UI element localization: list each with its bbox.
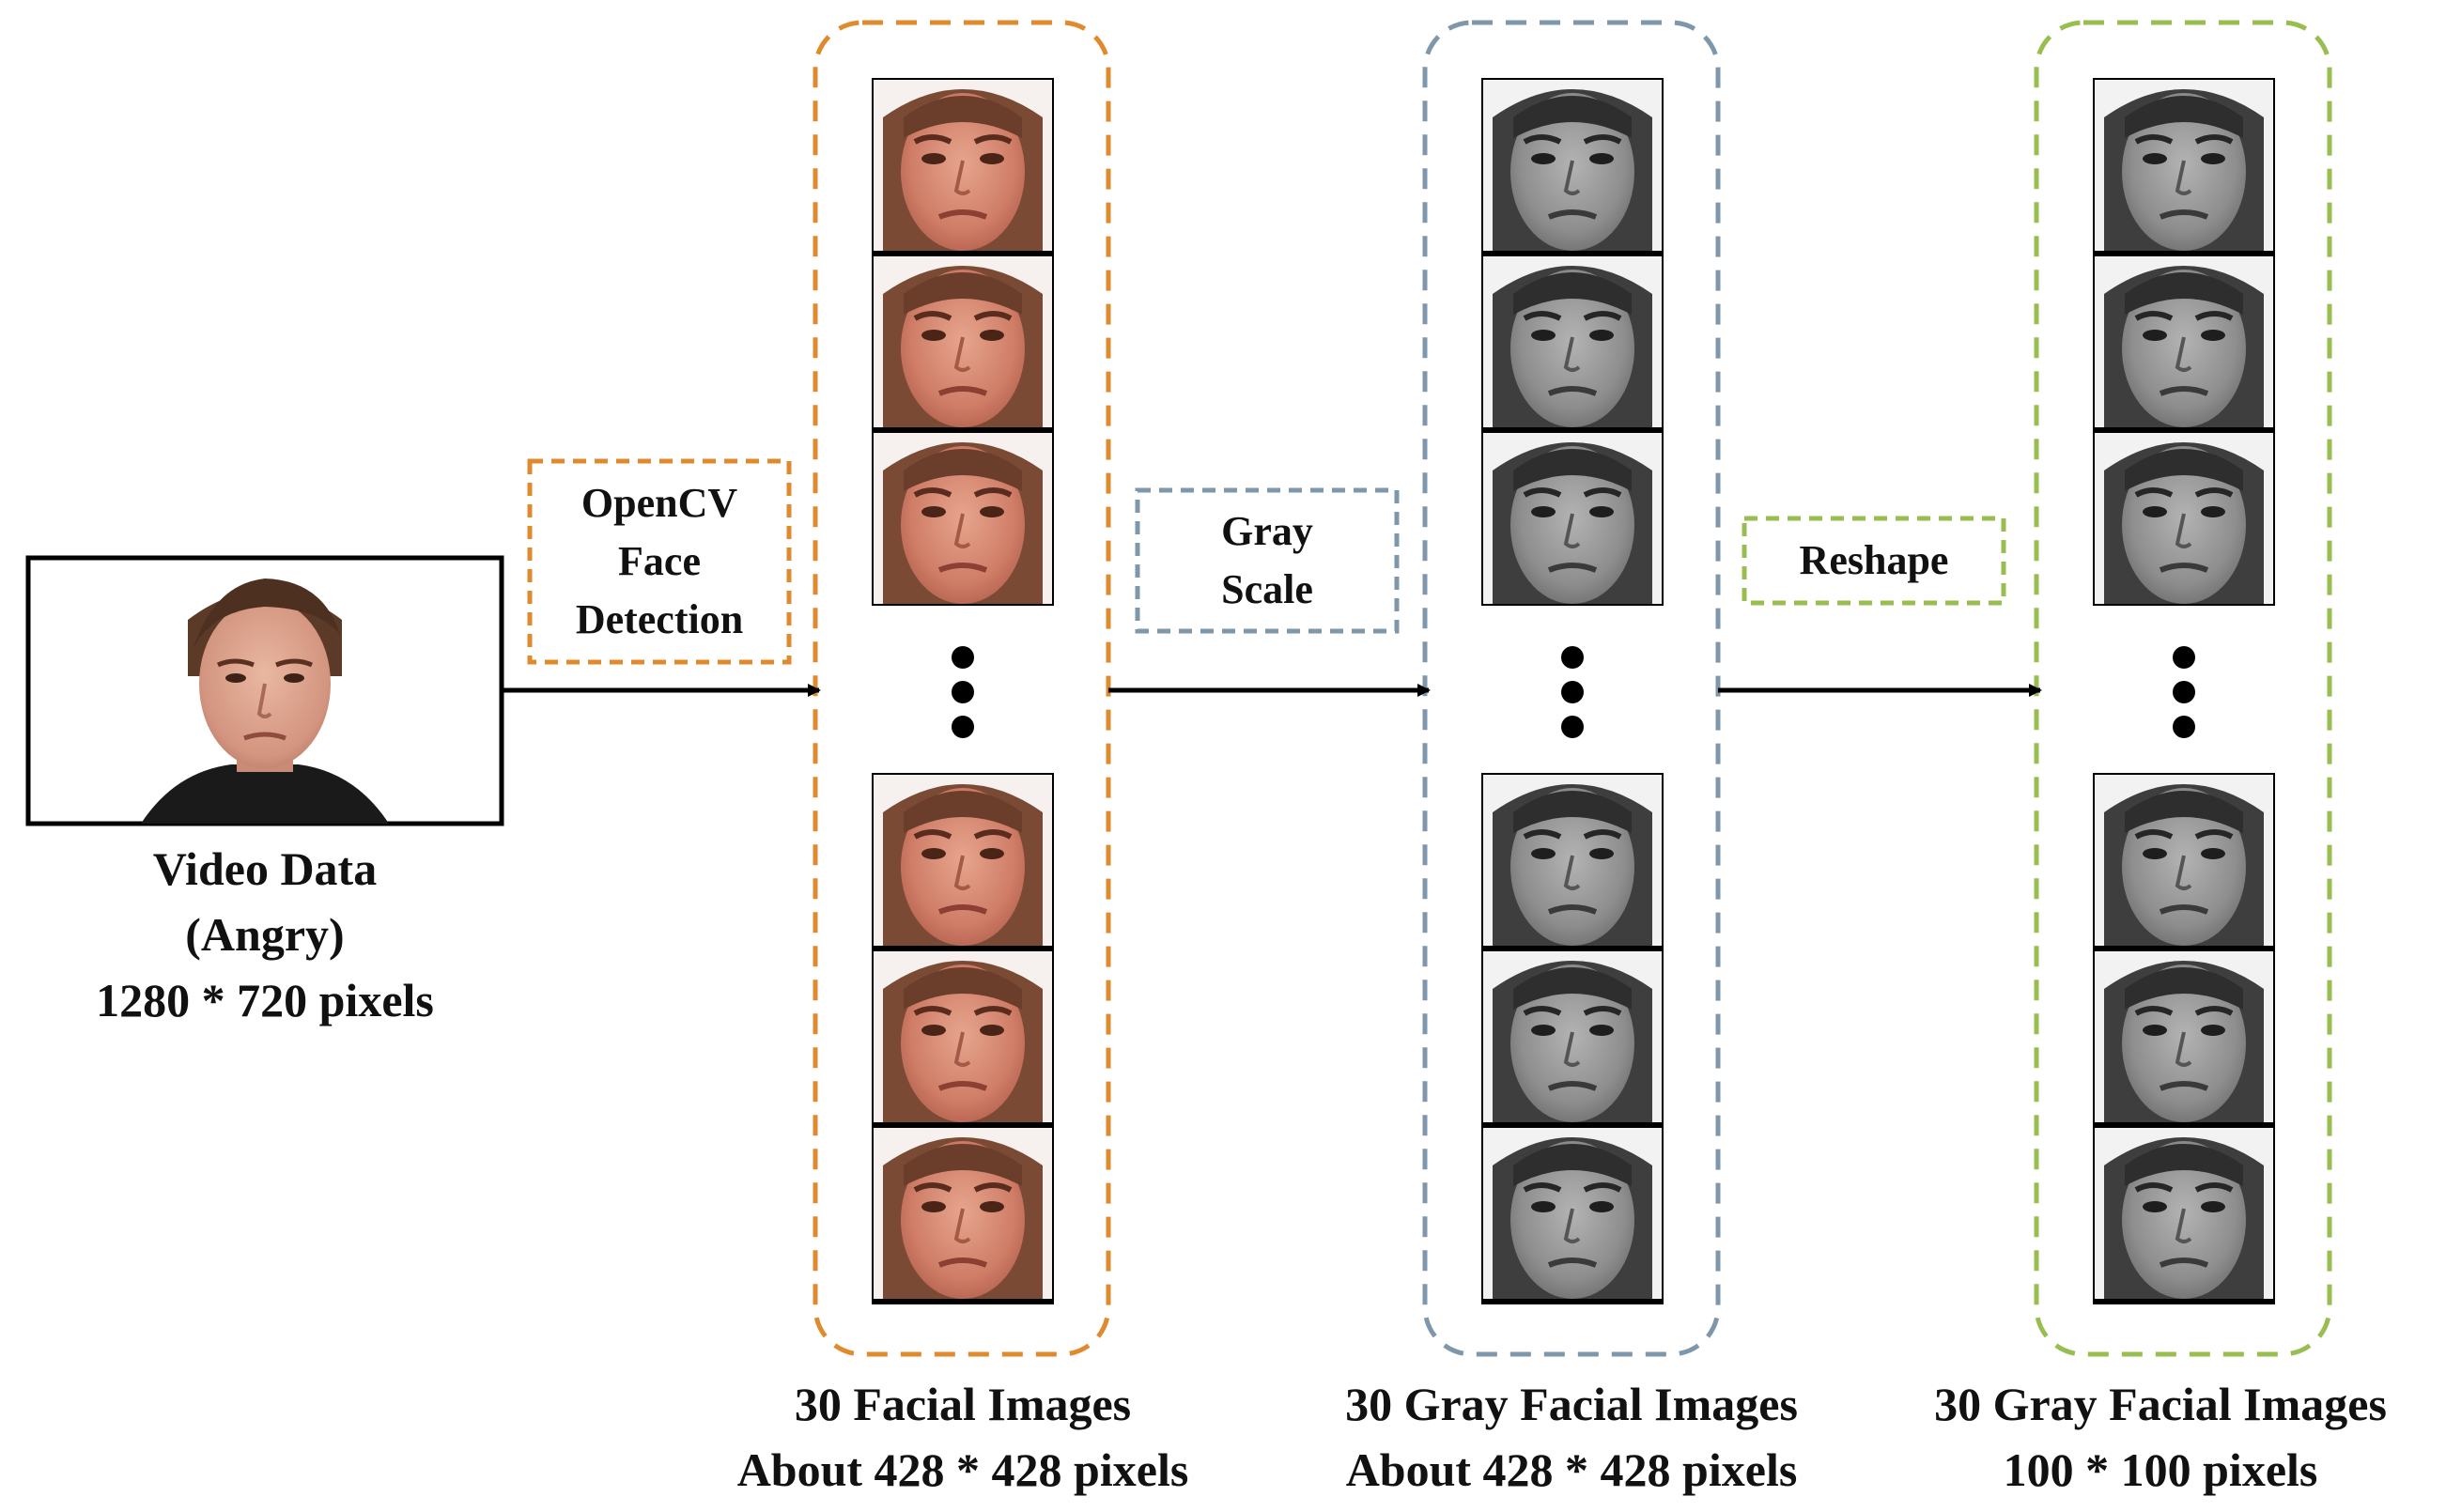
face-photo-icon — [1483, 256, 1662, 427]
vertical-ellipsis-icon — [952, 646, 974, 738]
caption-line: 100 * 100 pixels — [2003, 1443, 2318, 1496]
step-label-line: Gray — [1221, 508, 1313, 554]
face-photo-icon — [2095, 433, 2273, 604]
face-photo-icon — [874, 256, 1052, 427]
reshape-step-label: Reshape — [1744, 518, 2004, 603]
face-photo-icon — [1483, 433, 1662, 604]
gray-images-stack-top — [1481, 78, 1664, 606]
facial-images-stack-bottom — [872, 773, 1054, 1304]
face-photo-icon — [874, 1128, 1052, 1299]
facial-images-caption: 30 Facial Images About 428 * 428 pixels — [658, 1371, 1268, 1503]
face-photo-icon — [874, 775, 1052, 946]
face-photo-icon — [1483, 775, 1662, 946]
face-photo-icon — [2095, 775, 2273, 946]
caption-line: 30 Gray Facial Images — [1934, 1378, 2387, 1430]
reshaped-images-caption: 30 Gray Facial Images 100 * 100 pixels — [1879, 1371, 2442, 1503]
face-photo-icon — [874, 433, 1052, 604]
face-photo-icon — [2095, 80, 2273, 251]
face-photo-icon — [141, 579, 389, 824]
caption-line: About 428 * 428 pixels — [1345, 1443, 1798, 1496]
facial-images-stack-top — [872, 78, 1054, 606]
opencv-step-box — [527, 458, 792, 665]
caption-line: About 428 * 428 pixels — [736, 1443, 1189, 1496]
source-caption: Video Data (Angry) 1280 * 720 pixels — [19, 836, 511, 1033]
step-label-line: Reshape — [1799, 537, 1949, 583]
caption-line: Video Data — [152, 842, 378, 895]
step-label-line: Face — [618, 538, 701, 584]
grayscale-step-label: Gray Scale — [1138, 490, 1397, 631]
caption-line: 1280 * 720 pixels — [96, 974, 434, 1026]
vertical-ellipsis-icon — [2173, 646, 2195, 738]
gray-images-stack-bottom — [1481, 773, 1664, 1304]
vertical-ellipsis-icon — [1561, 646, 1584, 738]
face-photo-icon — [1483, 951, 1662, 1122]
opencv-step-label: OpenCV Face Detection — [530, 461, 789, 662]
reshape-step-box — [1742, 516, 2006, 606]
face-photo-icon — [2095, 1128, 2273, 1299]
gray-images-caption: 30 Gray Facial Images About 428 * 428 pi… — [1266, 1371, 1877, 1503]
step-label-line: Detection — [575, 596, 744, 642]
reshaped-images-stack-bottom — [2093, 773, 2275, 1304]
face-photo-icon — [874, 80, 1052, 251]
face-photo-icon — [874, 951, 1052, 1122]
face-photo-icon — [1483, 1128, 1662, 1299]
caption-line: (Angry) — [185, 908, 345, 961]
grayscale-step-box — [1135, 487, 1400, 634]
face-photo-icon — [2095, 951, 2273, 1122]
reshaped-images-stack-top — [2093, 78, 2275, 606]
face-photo-icon — [1483, 80, 1662, 251]
caption-line: 30 Facial Images — [794, 1378, 1132, 1430]
caption-line: 30 Gray Facial Images — [1345, 1378, 1798, 1430]
face-photo-icon — [2095, 256, 2273, 427]
step-label-line: OpenCV — [581, 480, 738, 526]
source-video-frame — [25, 555, 504, 826]
step-label-line: Scale — [1221, 566, 1313, 612]
